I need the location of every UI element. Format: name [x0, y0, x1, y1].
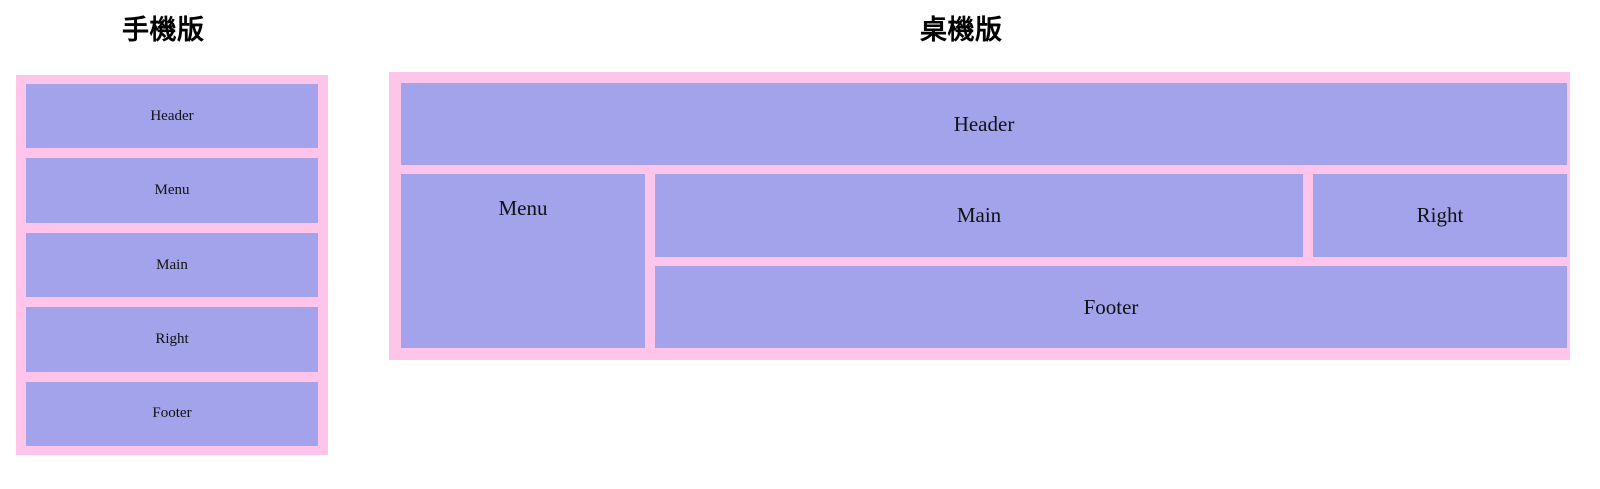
desktop-block-main: Main: [655, 174, 1303, 257]
desktop-layout-title: 桌機版: [920, 15, 1003, 46]
desktop-block-menu: Menu: [401, 174, 645, 348]
mobile-block-right: Right: [26, 307, 318, 372]
mobile-block-footer: Footer: [26, 381, 318, 447]
desktop-block-footer: Footer: [655, 266, 1567, 348]
desktop-layout-wireframe: Header Menu Main Right Footer: [389, 72, 1570, 360]
mobile-block-header: Header: [26, 84, 318, 149]
mobile-layout-title: 手機版: [122, 15, 205, 46]
mobile-block-menu: Menu: [26, 158, 318, 223]
desktop-block-header: Header: [401, 83, 1567, 165]
desktop-block-right: Right: [1313, 174, 1567, 257]
mobile-layout-wireframe: Header Menu Main Right Footer: [16, 75, 328, 455]
mobile-block-main: Main: [26, 232, 318, 298]
